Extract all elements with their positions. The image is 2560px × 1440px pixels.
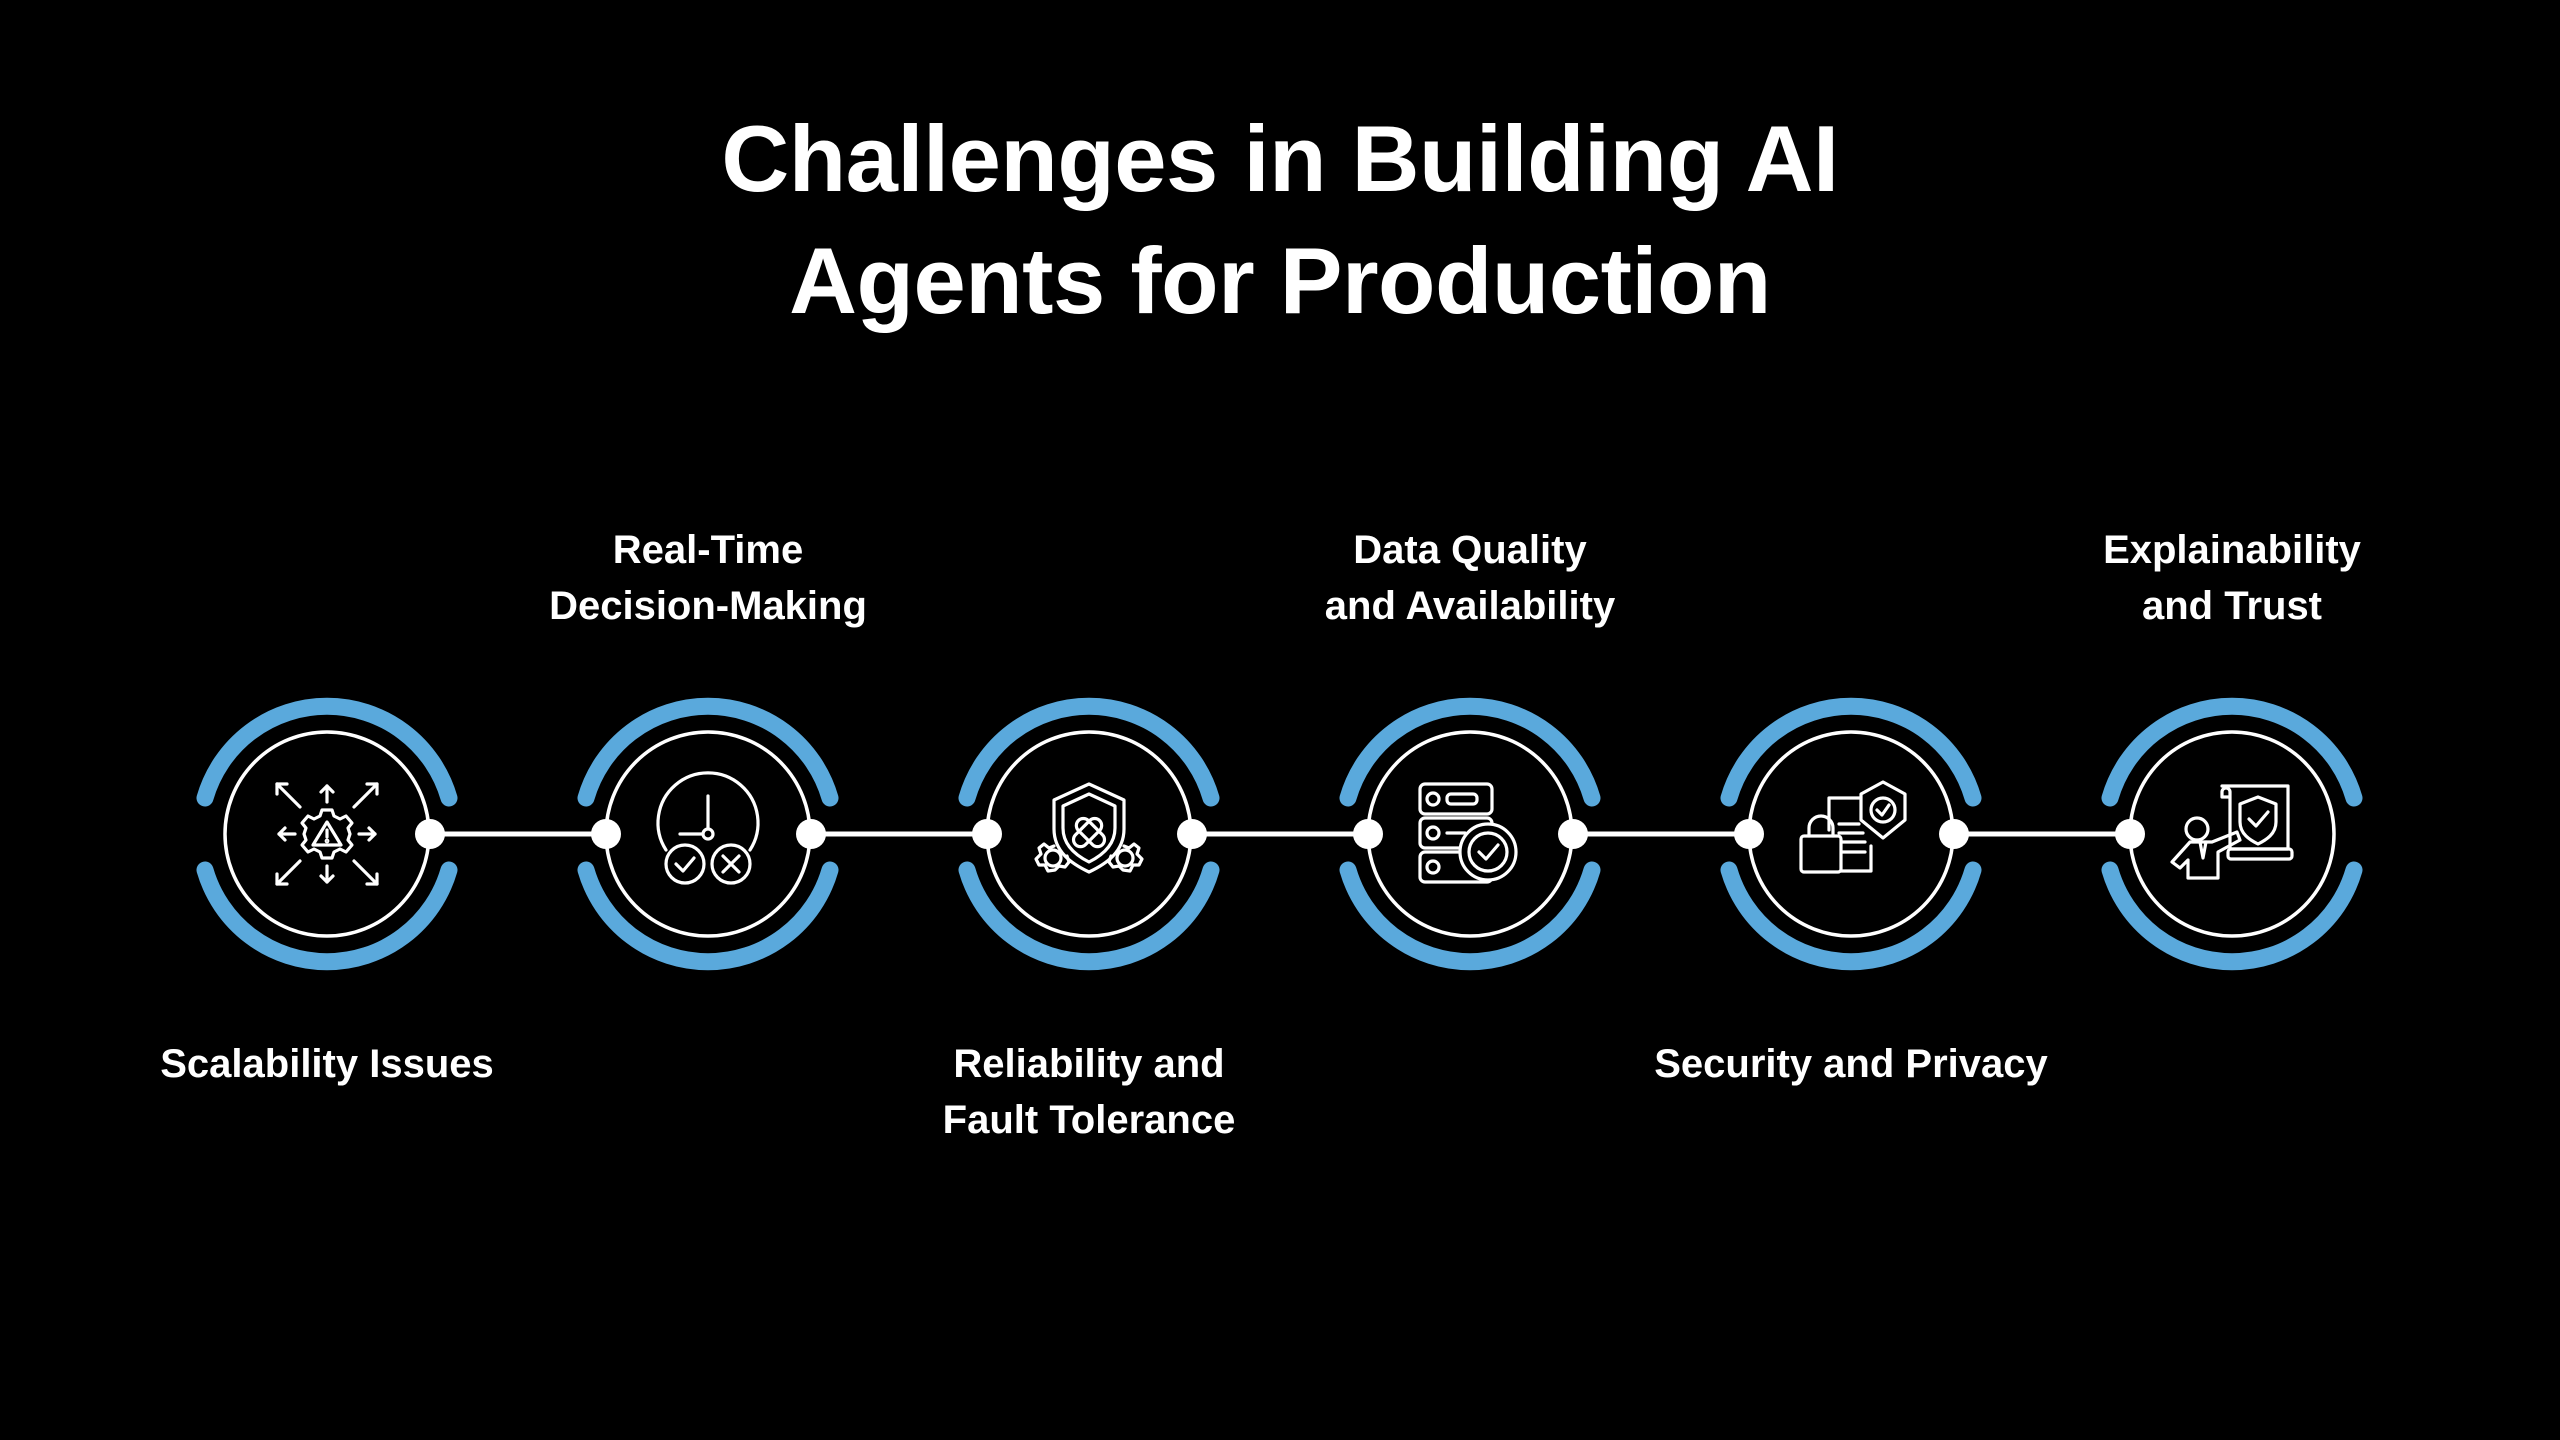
presenter-shield-board-icon	[2170, 784, 2294, 880]
step-label-reliability: Reliability and Fault Tolerance	[942, 1042, 1236, 1142]
step-label-real-time: Real-Time Decision-Making	[549, 528, 867, 628]
step-node-explainability	[2110, 706, 2354, 961]
clock-check-cross-icon	[656, 771, 760, 885]
connector-dots	[415, 819, 2145, 849]
step-node-real-time	[586, 706, 830, 961]
lock-document-shield-icon	[1799, 780, 1907, 874]
step-node-data-quality	[1348, 706, 1592, 961]
step-label-security: Security and Privacy	[1654, 1042, 2048, 1086]
gear-warning-expand-icon	[275, 782, 379, 886]
step-label-explainability: Explainability and Trust	[2103, 528, 2361, 628]
step-node-security	[1729, 706, 1973, 961]
step-label-scalability: Scalability Issues	[160, 1042, 494, 1086]
page-title: Challenges in Building AI Agents for Pro…	[0, 98, 2560, 342]
title-line-2: Agents for Production	[789, 228, 1771, 333]
shield-bandage-gears-icon	[1034, 782, 1144, 874]
step-label-data-quality: Data Quality and Availability	[1324, 528, 1616, 628]
step-node-reliability	[967, 706, 1211, 961]
title-line-1: Challenges in Building AI	[721, 106, 1839, 211]
server-check-icon	[1418, 782, 1518, 884]
step-node-scalability	[205, 706, 449, 961]
